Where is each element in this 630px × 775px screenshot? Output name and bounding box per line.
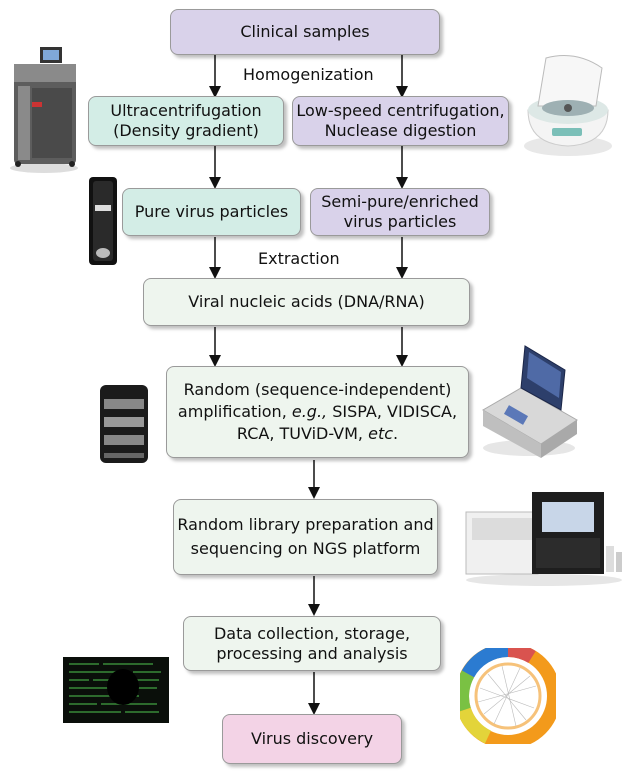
random-amp-eg: e.g., — [291, 402, 328, 421]
random-amplification-box: Random (sequence-independent) amplificat… — [166, 366, 469, 458]
random-amp-line-2: amplification, e.g., SISPA, VIDISCA, — [178, 401, 457, 423]
clinical-samples-box: Clinical samples — [170, 9, 440, 55]
ultracentrifugation-line-2: (Density gradient) — [113, 121, 259, 140]
data-analysis-box: Data collection, storage, processing and… — [183, 616, 441, 671]
library-line-2: sequencing on NGS platform — [190, 539, 421, 558]
thermal-cycler-photo — [482, 345, 578, 458]
ngs-sequencer-photo — [465, 492, 622, 586]
library-prep-box: Random library preparation and sequencin… — [173, 499, 438, 575]
random-amp-dot: . — [393, 424, 399, 443]
virus-discovery-box: Virus discovery — [222, 714, 402, 764]
random-amp-line-2-pre: amplification, — [177, 402, 287, 421]
random-amp-line-2-post: SISPA, VIDISCA, — [332, 402, 458, 421]
data-screen-photo — [63, 657, 169, 723]
ultracentrifugation-box: Ultracentrifugation (Density gradient) — [88, 96, 284, 146]
viral-nucleic-acids-box: Viral nucleic acids (DNA/RNA) — [143, 278, 470, 326]
ultracentrifuge-photo — [10, 47, 78, 173]
random-amp-line-3: RCA, TUViD-VM, etc. — [237, 423, 398, 445]
viral-nucleic-acids-label: Viral nucleic acids (DNA/RNA) — [188, 292, 425, 311]
data-line-1: Data collection, storage, — [213, 623, 411, 643]
semi-pure-line-1: Semi-pure/enriched — [321, 192, 479, 211]
random-amp-etc: etc — [368, 424, 394, 443]
data-line-2: processing and analysis — [216, 643, 408, 663]
tube-rack-photo — [100, 385, 148, 463]
random-amp-line-1: Random (sequence-independent) — [183, 380, 452, 399]
virus-discovery-label: Virus discovery — [250, 729, 374, 748]
homogenization-label: Homogenization — [243, 65, 374, 84]
circular-genome-plot — [460, 648, 556, 744]
random-amp-line-3-pre: RCA, TUViD-VM, — [236, 424, 363, 443]
low-speed-centrifugation-box: Low-speed centrifugation, Nuclease diges… — [292, 96, 509, 146]
extraction-label: Extraction — [258, 249, 340, 268]
low-speed-line-1: Low-speed centrifugation, — [296, 101, 505, 120]
clinical-samples-label: Clinical samples — [240, 22, 370, 41]
low-speed-line-2: Nuclease digestion — [324, 121, 477, 140]
pure-virus-label: Pure virus particles — [134, 202, 289, 221]
semi-pure-box: Semi-pure/enriched virus particles — [310, 188, 490, 236]
library-line-1: Random library preparation and — [177, 515, 434, 534]
centrifuge-photo — [524, 55, 612, 156]
pure-virus-box: Pure virus particles — [122, 188, 301, 236]
semi-pure-line-2: virus particles — [343, 212, 457, 231]
ultracentrifugation-line-1: Ultracentrifugation — [110, 101, 262, 120]
density-gradient-tube-photo — [89, 177, 117, 265]
